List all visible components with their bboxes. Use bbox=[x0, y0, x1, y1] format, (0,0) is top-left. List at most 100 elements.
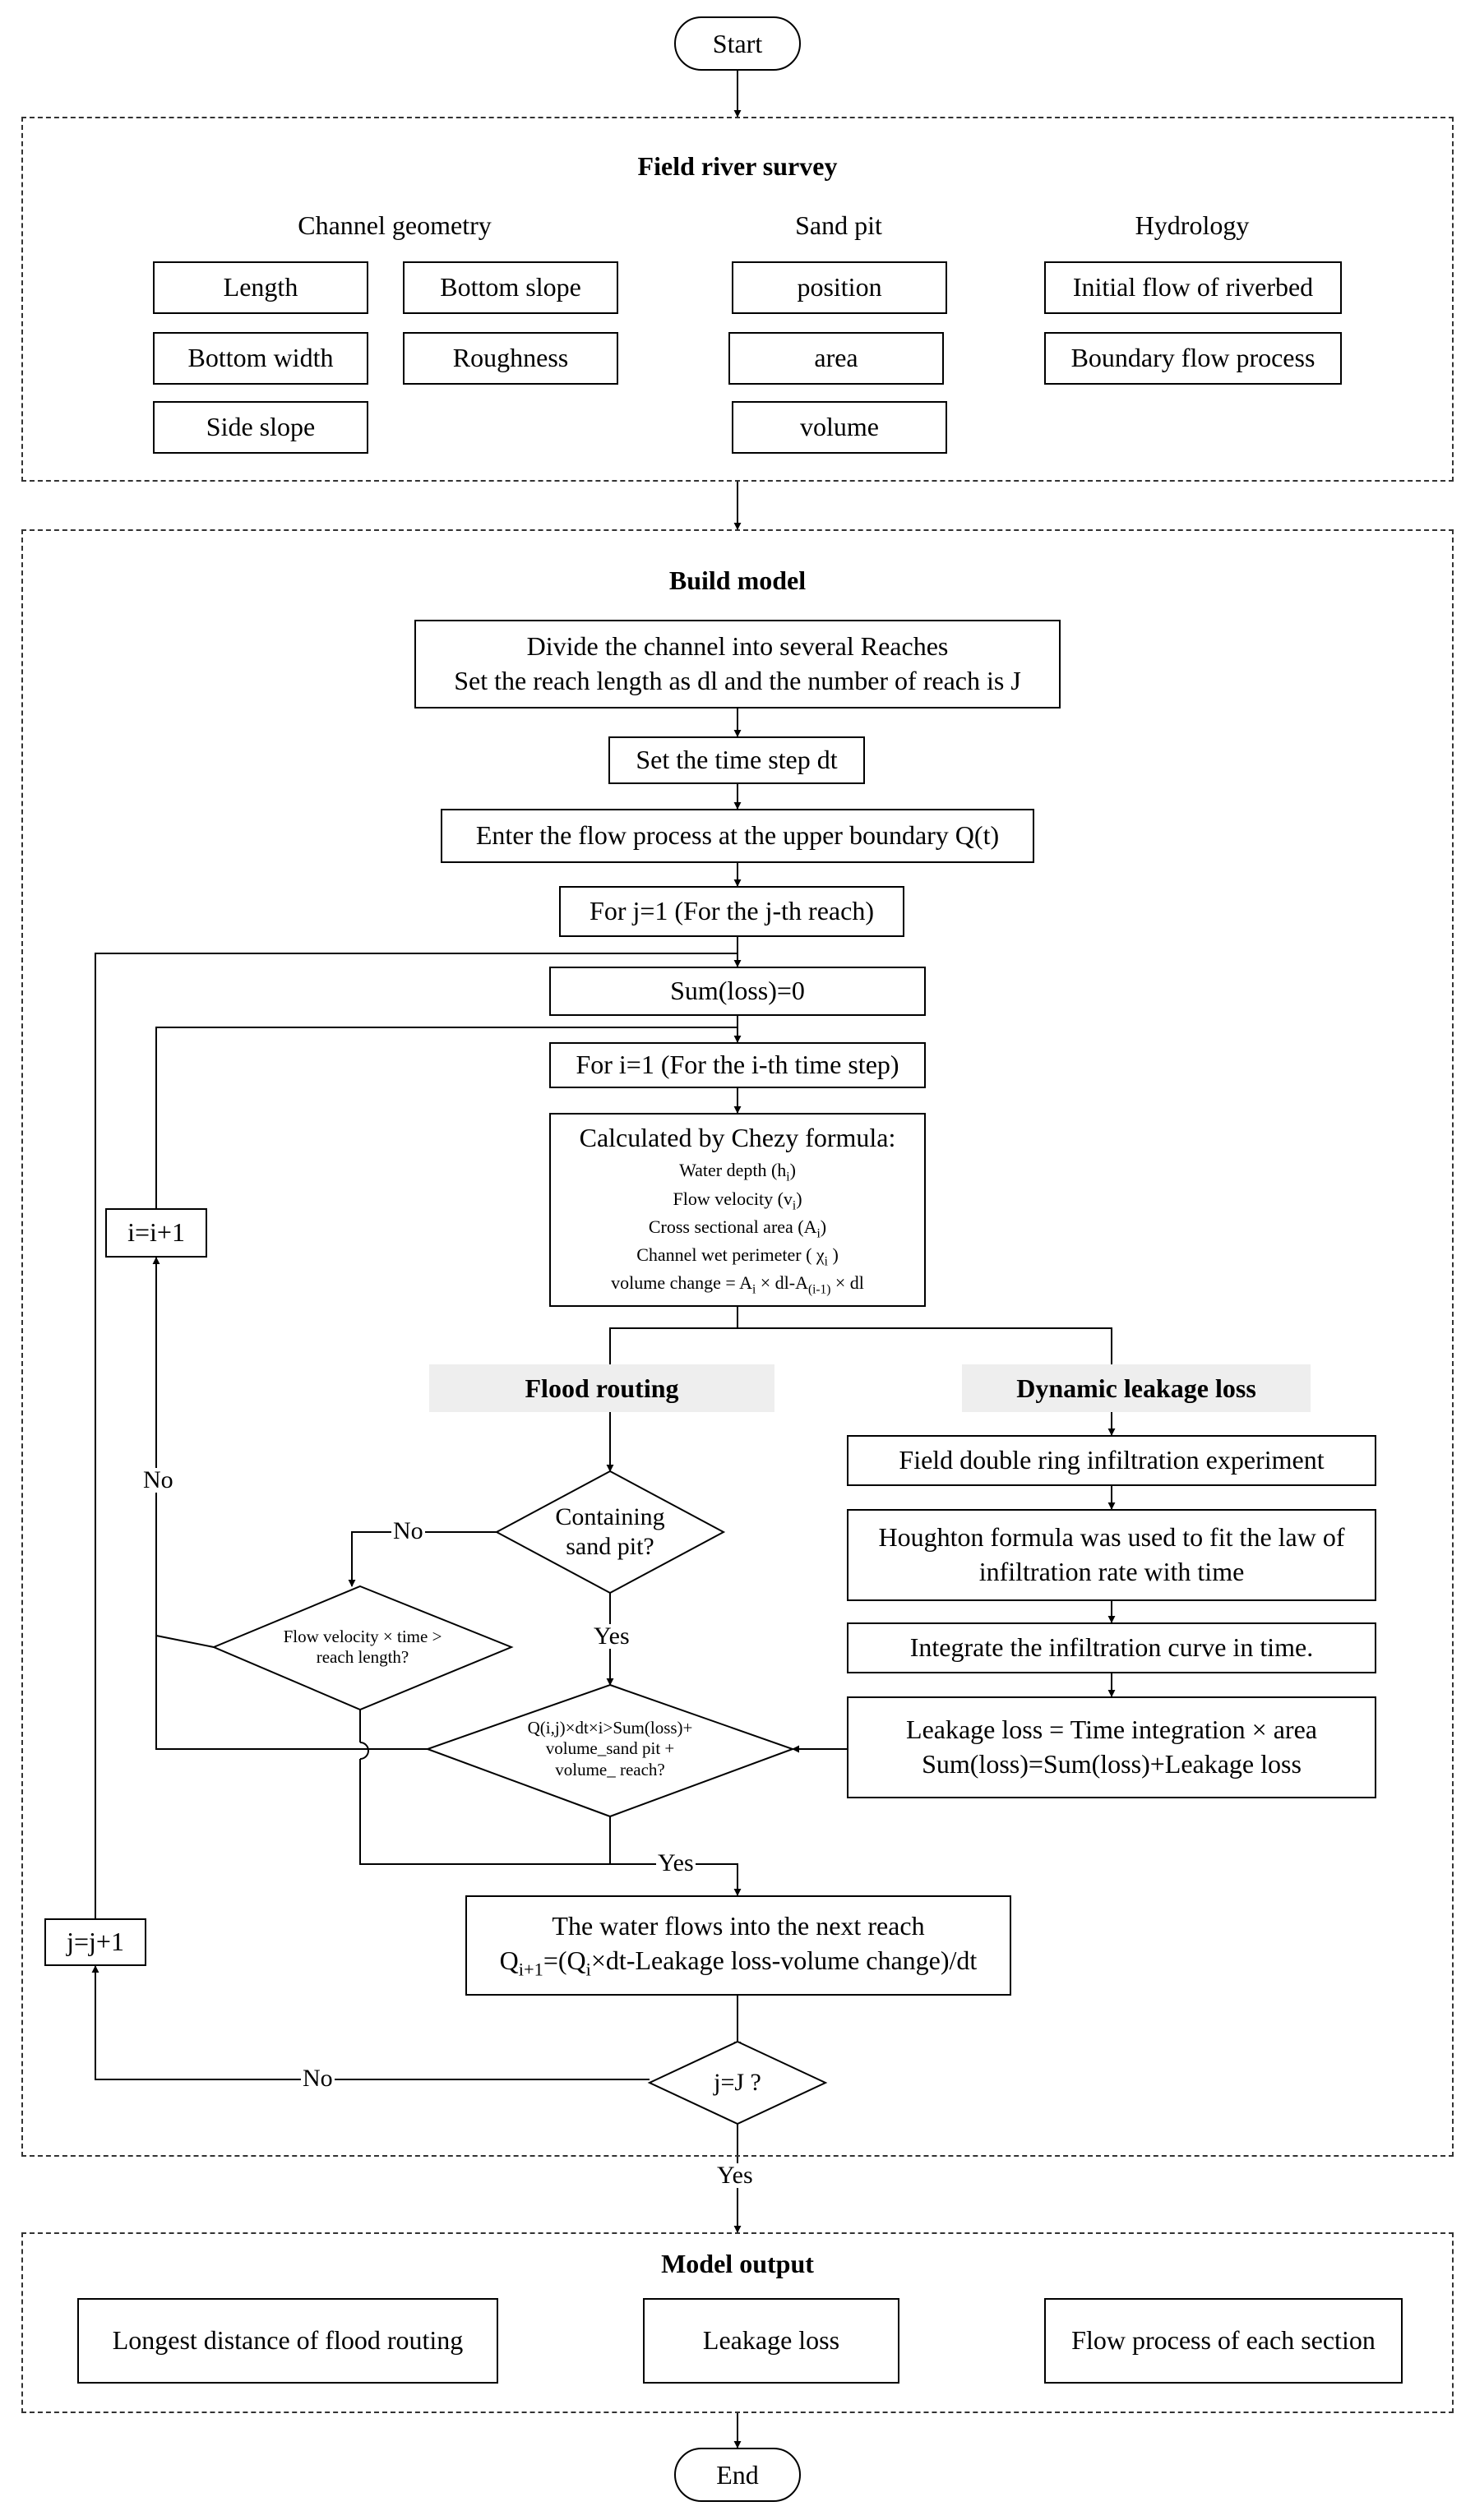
sum-loss-box: Sum(loss)=0 bbox=[549, 967, 926, 1016]
decision-velocity bbox=[211, 1585, 514, 1711]
qcheck-decision-text: Q(i,j)×dt×i>Sum(loss)+ volume_sand pit +… bbox=[527, 1718, 693, 1779]
dynamic-leakage-tag: Dynamic leakage loss bbox=[962, 1364, 1311, 1412]
hydrology-header: Hydrology bbox=[1135, 210, 1250, 240]
split-line bbox=[609, 1307, 738, 1364]
model-frame bbox=[21, 529, 1454, 2157]
side-slope-box: Side slope bbox=[153, 401, 368, 454]
flow-process-box: Enter the flow process at the upper boun… bbox=[441, 809, 1034, 863]
flow-process-label: Enter the flow process at the upper boun… bbox=[475, 820, 1000, 851]
end-terminal: End bbox=[674, 2448, 801, 2502]
velocity-line: Flow velocity (vi) bbox=[673, 1188, 802, 1212]
edge-label-jcheck-no: No bbox=[301, 2065, 335, 2092]
double-ring-label: Field double ring infiltration experimen… bbox=[899, 1445, 1325, 1475]
flow-each-box: Flow process of each section bbox=[1044, 2298, 1403, 2384]
houghton-line-2: infiltration rate with time bbox=[978, 1557, 1245, 1586]
arrow-loop-j bbox=[95, 953, 738, 1918]
arrow-loop-i bbox=[155, 1634, 428, 1750]
j-increment-box: j=j+1 bbox=[44, 1918, 146, 1966]
leak-line-1: Leakage loss = Time integration × area bbox=[906, 1715, 1317, 1745]
double-ring-box: Field double ring infiltration experimen… bbox=[847, 1435, 1376, 1486]
jcheck-decision-text: j=J ? bbox=[714, 2069, 761, 2096]
area-label: area bbox=[814, 343, 858, 373]
arrow-sandpit-no bbox=[348, 1531, 497, 1587]
longest-distance-label: Longest distance of flood routing bbox=[112, 2325, 464, 2356]
position-label: position bbox=[797, 272, 882, 302]
volume-label: volume bbox=[800, 412, 879, 442]
i-increment-label: i=i+1 bbox=[127, 1217, 185, 1248]
houghton-line-1: Houghton formula was used to fit the law… bbox=[878, 1522, 1345, 1553]
output-frame bbox=[21, 2232, 1454, 2413]
i-increment-box: i=i+1 bbox=[105, 1208, 207, 1258]
boundary-flow-label: Boundary flow process bbox=[1070, 343, 1315, 373]
survey-frame bbox=[21, 117, 1454, 482]
bottom-slope-box: Bottom slope bbox=[403, 261, 618, 314]
longest-distance-box: Longest distance of flood routing bbox=[77, 2298, 498, 2384]
leakage-output-label: Leakage loss bbox=[702, 2325, 840, 2356]
edge-label-qcheck-yes: Yes bbox=[656, 1849, 696, 1876]
area-box: area bbox=[728, 332, 944, 385]
sandpit-header: Sand pit bbox=[795, 210, 882, 240]
bottom-width-box: Bottom width bbox=[153, 332, 368, 385]
for-j-label: For j=1 (For the j-th reach) bbox=[590, 896, 874, 926]
sum-loss-label: Sum(loss)=0 bbox=[670, 976, 805, 1006]
j-increment-label: j=j+1 bbox=[67, 1927, 124, 1957]
roughness-label: Roughness bbox=[452, 343, 569, 373]
length-box: Length bbox=[153, 261, 368, 314]
geometry-header: Channel geometry bbox=[298, 210, 492, 240]
position-box: position bbox=[732, 261, 947, 314]
end-label: End bbox=[716, 2459, 759, 2490]
leakage-output-box: Leakage loss bbox=[643, 2298, 899, 2384]
chezy-title: Calculated by Chezy formula: bbox=[579, 1122, 896, 1152]
houghton-box: Houghton formula was used to fit the law… bbox=[847, 1509, 1376, 1601]
edge-label-loop-no: No bbox=[141, 1466, 175, 1493]
bottom-width-label: Bottom width bbox=[187, 343, 334, 373]
start-label: Start bbox=[712, 28, 763, 58]
bottom-slope-label: Bottom slope bbox=[440, 272, 581, 302]
water-depth-line: Water depth (hi) bbox=[679, 1160, 796, 1184]
leak-line-2: Sum(loss)=Sum(loss)+Leakage loss bbox=[922, 1749, 1302, 1779]
initial-flow-box: Initial flow of riverbed bbox=[1044, 261, 1342, 314]
cross-area-line: Cross sectional area (Ai) bbox=[648, 1216, 827, 1241]
decision-qcheck bbox=[425, 1683, 795, 1818]
integrate-box: Integrate the infiltration curve in time… bbox=[847, 1622, 1376, 1673]
next-reach-line-2: Qi+1=(Qi×dt-Leakage loss-volume change)/… bbox=[499, 1945, 978, 1980]
edge-label-sandpit-no: No bbox=[391, 1517, 425, 1544]
divide-box: Divide the channel into several Reaches … bbox=[414, 620, 1061, 708]
time-step-box: Set the time step dt bbox=[608, 736, 865, 784]
survey-title: Field river survey bbox=[637, 151, 838, 181]
sandpit-decision-text: Containing sand pit? bbox=[555, 1503, 665, 1560]
flood-routing-label: Flood routing bbox=[525, 1373, 679, 1403]
initial-flow-label: Initial flow of riverbed bbox=[1072, 272, 1314, 302]
model-title: Build model bbox=[668, 565, 807, 595]
chezy-box: Calculated by Chezy formula: Water depth… bbox=[549, 1113, 926, 1307]
divide-line-1: Divide the channel into several Reaches bbox=[526, 631, 949, 662]
dynamic-leakage-label: Dynamic leakage loss bbox=[1016, 1373, 1256, 1403]
decision-jcheck bbox=[647, 2040, 828, 2125]
volume-box: volume bbox=[732, 401, 947, 454]
volume-change-line: volume change = Ai × dl-A(i-1) × dl bbox=[611, 1272, 864, 1297]
time-step-label: Set the time step dt bbox=[636, 745, 838, 775]
leakage-calc-box: Leakage loss = Time integration × area S… bbox=[847, 1696, 1376, 1798]
next-reach-box: The water flows into the next reach Qi+1… bbox=[465, 1895, 1011, 1996]
velocity-decision-text: Flow velocity × time > reach length? bbox=[283, 1626, 442, 1667]
roughness-box: Roughness bbox=[403, 332, 618, 385]
edge-label-sandpit-yes: Yes bbox=[592, 1622, 631, 1650]
boundary-flow-box: Boundary flow process bbox=[1044, 332, 1342, 385]
output-title: Model output bbox=[661, 2249, 814, 2278]
arrow-jcheck-no bbox=[91, 1965, 650, 2080]
integrate-label: Integrate the infiltration curve in time… bbox=[909, 1632, 1314, 1663]
flow-each-label: Flow process of each section bbox=[1071, 2325, 1376, 2356]
edge-label-jcheck-yes: Yes bbox=[715, 2162, 755, 2189]
for-j-box: For j=1 (For the j-th reach) bbox=[559, 886, 904, 937]
decision-sandpit bbox=[494, 1470, 726, 1595]
next-reach-line-1: The water flows into the next reach bbox=[552, 1911, 925, 1941]
wet-perimeter-line: Channel wet perimeter ( χi ) bbox=[636, 1244, 839, 1269]
divide-line-2: Set the reach length as dl and the numbe… bbox=[454, 666, 1021, 695]
length-label: Length bbox=[223, 272, 298, 302]
flood-routing-tag: Flood routing bbox=[429, 1364, 774, 1412]
side-slope-label: Side slope bbox=[206, 412, 316, 442]
for-i-box: For i=1 (For the i-th time step) bbox=[549, 1042, 926, 1088]
start-terminal: Start bbox=[674, 16, 801, 71]
